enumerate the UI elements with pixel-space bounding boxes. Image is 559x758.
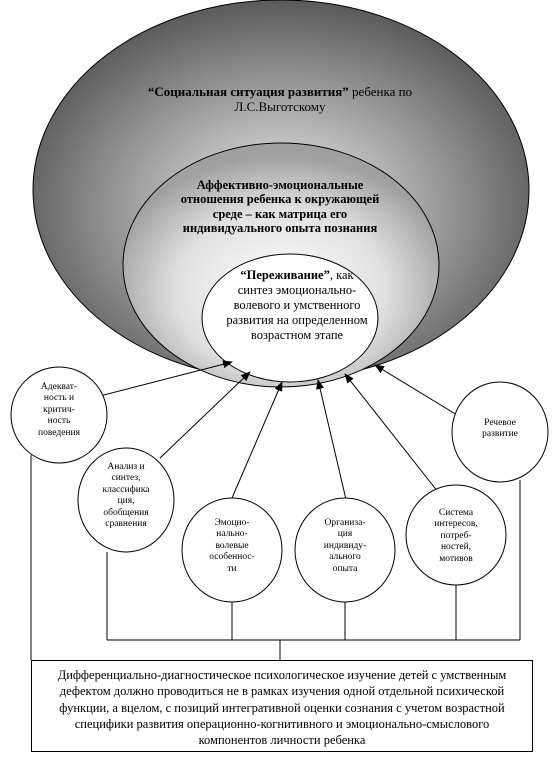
arrow-emotional [231,381,283,499]
factor-circle-behavior [10,366,108,464]
factor-label-behavior: Адекват- ность и критич- ность поведения [38,382,80,438]
conclusion-box: Дифференциально-диагностическое психолог… [31,660,533,752]
outer-circle-title: “Социальная ситуация развития” ребенка п… [147,84,413,114]
conclusion-text: Дифференциально-диагностическое психолог… [57,668,507,747]
factor-label-speech: Речевое развитие [482,418,518,440]
arrow-speech [374,364,463,419]
factor-label-interests: Система интересов, потреб- ностей, мотив… [434,508,478,564]
factor-circle-speech [451,381,549,483]
inner-circle [201,253,379,383]
factor-circle-analysis [77,447,175,553]
arrow-analysis [159,371,251,459]
arrow-behavior [91,360,233,399]
factor-label-emotional: Эмоцио- нально- волевые особеннос- ти [209,518,255,574]
inner-circle-title: “Переживание”, как синтез эмоционально-в… [226,268,368,342]
factor-label-analysis: Анализ и синтез, классифика ция, обобщен… [102,462,150,529]
factor-label-experience: Организа- ция индивиду- ального опыта [323,518,367,574]
arrow-experience [316,379,349,509]
middle-circle-title: Аффективно-эмоциональные отношения ребен… [180,178,380,236]
connectors [30,455,521,660]
arrow-interests [344,373,439,493]
